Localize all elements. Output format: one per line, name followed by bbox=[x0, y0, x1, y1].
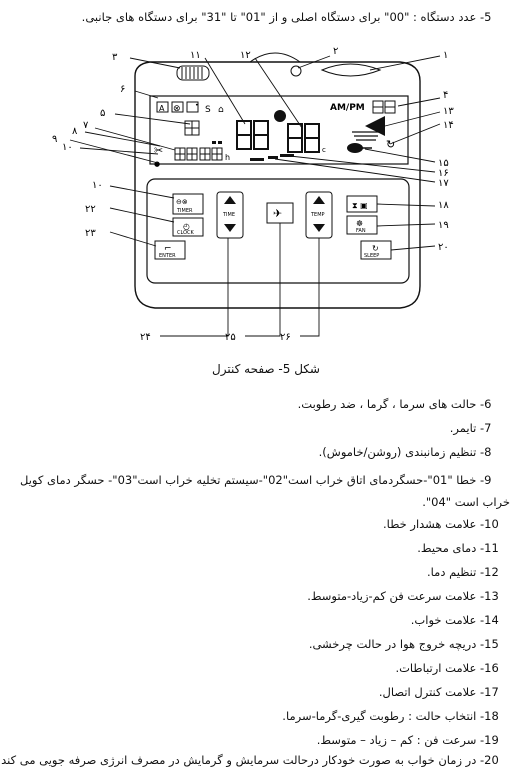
svg-text:⌂: ⌂ bbox=[218, 105, 224, 115]
callout-2: ۲ bbox=[333, 46, 338, 57]
item-text: عدد دستگاه : "00" برای دستگاه اصلی و از … bbox=[81, 10, 477, 24]
callout-11: ۱۱ bbox=[190, 50, 201, 61]
callout-1: ۱ bbox=[443, 50, 448, 61]
callout-23: ۲۳ bbox=[85, 228, 96, 239]
list-item: -10 علامت هشدار خطا. bbox=[383, 517, 499, 531]
fan-speed-icon bbox=[365, 116, 385, 136]
callout-10a: ۱۰ bbox=[62, 142, 73, 153]
button-panel bbox=[146, 178, 410, 284]
callout-25: ۲۵ bbox=[225, 332, 236, 343]
error-indicator-icon bbox=[274, 110, 286, 122]
lcd-h-label: h bbox=[225, 153, 230, 162]
callout-4: ۴ bbox=[443, 90, 448, 101]
svg-text:A: A bbox=[159, 104, 165, 113]
sleep-icon: ↻ bbox=[386, 138, 395, 151]
callout-15: ۱۵ bbox=[438, 158, 449, 169]
svg-text:↻: ↻ bbox=[372, 244, 379, 253]
svg-text:SLEEP: SLEEP bbox=[364, 253, 379, 259]
callout-13: ۱۳ bbox=[443, 106, 454, 117]
callout-18: ۱۸ bbox=[438, 200, 449, 211]
callout-24: ۲۴ bbox=[140, 332, 151, 343]
callout-3: ۳ bbox=[112, 52, 118, 63]
sensor-lens-icon bbox=[320, 63, 382, 77]
svg-text:TEMP: TEMP bbox=[310, 212, 325, 218]
list-item: -17 علامت کنترل اتصال. bbox=[378, 685, 499, 699]
svg-text:FAN: FAN bbox=[356, 228, 366, 234]
svg-text:◴: ◴ bbox=[183, 222, 190, 231]
fan-button[interactable] bbox=[346, 215, 378, 235]
list-item: -7 تایمر. bbox=[449, 421, 492, 435]
list-item: -20 در زمان خواب به صورت خودکار درحالت س… bbox=[0, 753, 499, 767]
list-item: -14 علامت خواب. bbox=[410, 613, 499, 627]
list-item: -8 تنظیم زمانبندی (روشن/خاموش). bbox=[318, 445, 492, 459]
svg-text:TIME: TIME bbox=[222, 212, 235, 218]
svg-text:⌐: ⌐ bbox=[164, 244, 172, 254]
callout-5: ۵ bbox=[100, 108, 105, 119]
list-item: -18 انتخاب حالت : رطوبت گیری-گرما-سرما. bbox=[282, 709, 499, 723]
callout-12: ۱۲ bbox=[240, 50, 251, 61]
enter-button[interactable] bbox=[154, 240, 186, 260]
list-item: -16 علامت ارتباطات. bbox=[395, 661, 499, 675]
svg-text:✈: ✈ bbox=[273, 207, 282, 220]
time-updown-button[interactable] bbox=[216, 191, 244, 239]
list-item: -6 حالت های سرما ، گرما ، ضد رطوبت. bbox=[297, 397, 492, 411]
svg-text:☸: ☸ bbox=[356, 219, 363, 228]
list-item-5: -5 عدد دستگاه : "00" برای دستگاه اصلی و … bbox=[20, 10, 510, 25]
swing-icon: S bbox=[205, 105, 211, 115]
callout-7: ۷ bbox=[83, 120, 89, 131]
callout-20: ۲۰ bbox=[438, 242, 449, 253]
svg-text:TIMER: TIMER bbox=[176, 208, 193, 214]
list-item: -15 دریچه خروج هوا در حالت چرخشی. bbox=[308, 637, 499, 651]
figure-caption: شکل 5- صفحه کنترل bbox=[212, 362, 320, 376]
callout-22: ۲۲ bbox=[85, 204, 96, 215]
list-item: -12 تنظیم دما. bbox=[427, 565, 499, 579]
svg-text:⧗ ▣: ⧗ ▣ bbox=[352, 201, 368, 210]
control-panel-diagram: A ⊗ • S ⌂ ✂ ● h c AM/PM ↻ ⊖ bbox=[52, 46, 454, 343]
list-item: -13 علامت سرعت فن کم-زیاد-متوسط. bbox=[307, 589, 499, 603]
ampm-label: AM/PM bbox=[330, 103, 365, 113]
clock-button[interactable] bbox=[172, 217, 204, 237]
scissors-icon: ✂ bbox=[154, 144, 163, 157]
callout-14: ۱۴ bbox=[443, 120, 454, 131]
callout-16: ۱۶ bbox=[438, 168, 449, 179]
callout-19: ۱۹ bbox=[438, 220, 449, 231]
svg-text:•: • bbox=[195, 102, 199, 109]
callout-8: ۸ bbox=[72, 126, 78, 137]
callout-10b: ۱۰ bbox=[92, 180, 103, 191]
ir-emitter-icon bbox=[176, 65, 210, 81]
svg-text:⊖⊗: ⊖⊗ bbox=[176, 198, 188, 206]
list-item: -19 سرعت فن : کم – زیاد – متوسط. bbox=[316, 733, 499, 747]
svg-text:ENTER: ENTER bbox=[159, 253, 176, 259]
svg-text:CLOCK: CLOCK bbox=[177, 230, 195, 236]
led-icon bbox=[290, 65, 302, 77]
svg-text:⊗: ⊗ bbox=[173, 104, 181, 114]
callout-6: ۶ bbox=[120, 84, 125, 95]
callout-17: ۱۷ bbox=[438, 178, 449, 189]
timer-button[interactable] bbox=[172, 193, 204, 215]
lcd-c-label: c bbox=[322, 146, 326, 154]
callout-26: ۲۶ bbox=[280, 332, 291, 343]
list-item: -11 دمای محیط. bbox=[417, 541, 499, 555]
item-number: -5 bbox=[480, 10, 492, 24]
svg-text:●: ● bbox=[154, 160, 160, 168]
callout-9: ۹ bbox=[52, 134, 57, 145]
list-item: -9 خطا "01"-حسگردمای اتاق خراب است"02"-س… bbox=[20, 473, 510, 509]
louver-icon bbox=[347, 143, 363, 153]
